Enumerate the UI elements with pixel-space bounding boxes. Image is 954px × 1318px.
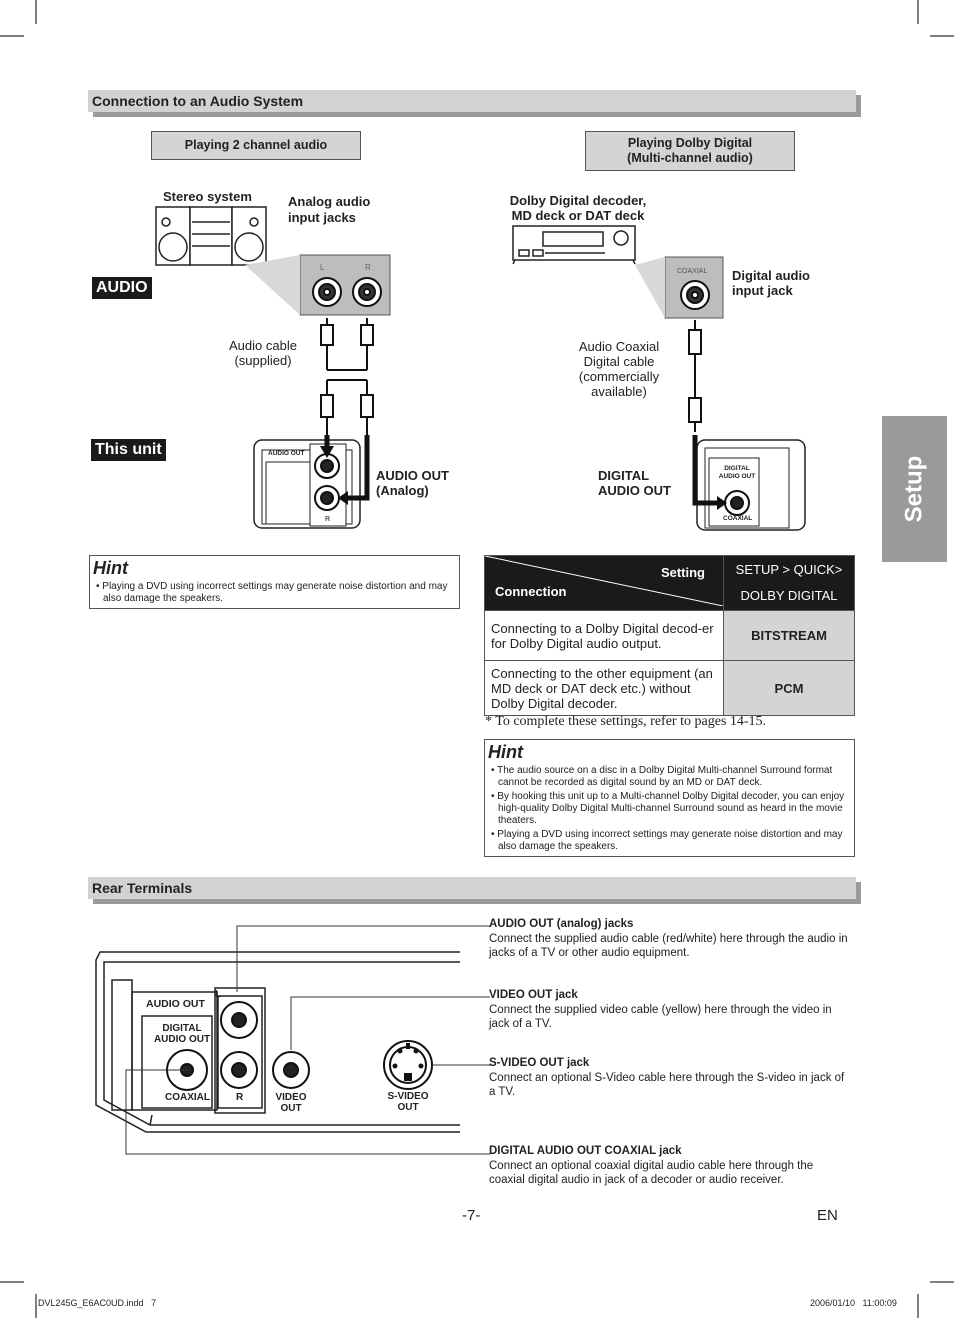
unit-audio-out-text: AUDIO OUT bbox=[268, 450, 305, 457]
hint-item: • Playing a DVD using incorrect settings… bbox=[491, 829, 843, 852]
audio-out-line1: AUDIO OUT bbox=[376, 468, 449, 483]
section-header-rear-terminals: Rear Terminals bbox=[88, 877, 856, 899]
decoder-line2: MD deck or DAT deck bbox=[511, 208, 645, 223]
row-value: BITSTREAM bbox=[723, 610, 855, 661]
panel-coaxial: COAXIAL bbox=[165, 1092, 210, 1103]
decoder-label: Dolby Digital decoder, MD deck or DAT de… bbox=[500, 193, 656, 223]
header-setting: Setting bbox=[660, 565, 705, 580]
digital-out-line2: AUDIO OUT bbox=[598, 483, 671, 498]
row-value: PCM bbox=[723, 660, 855, 716]
digital-input-line1: Digital audio bbox=[732, 268, 810, 283]
dolby-digital-box: Playing Dolby Digital (Multi-channel aud… bbox=[585, 131, 795, 171]
terminal-desc: Connect the supplied audio cable (red/wh… bbox=[489, 933, 848, 959]
panel-video-line2: OUT bbox=[280, 1103, 302, 1114]
setup-side-tab: Setup bbox=[882, 416, 947, 562]
panel-digital-line2: AUDIO OUT bbox=[153, 1034, 211, 1045]
file-name: DVL245G_E6AC0UD.indd 7 bbox=[38, 1298, 157, 1308]
hint-title: Hint bbox=[488, 742, 523, 762]
terminal-desc: Connect the supplied video cable (yellow… bbox=[489, 1004, 832, 1030]
decoder-line1: Dolby Digital decoder, bbox=[509, 193, 647, 208]
table-row: Connecting to a Dolby Digital decod-er f… bbox=[484, 610, 855, 661]
table-row: Connecting to the other equipment (an MD… bbox=[484, 660, 855, 716]
digital-input-line2: input jack bbox=[732, 283, 793, 298]
hint-title: Hint bbox=[93, 558, 128, 578]
panel-video-line1: VIDEO bbox=[275, 1092, 307, 1103]
stereo-system-icon bbox=[155, 206, 267, 266]
hint-item: • Playing a DVD using incorrect settings… bbox=[96, 581, 448, 604]
audio-cable-line1: Audio cable bbox=[229, 338, 297, 353]
panel-svideo-label: S-VIDEO OUT bbox=[380, 1091, 436, 1113]
coax-cable-label: Audio Coaxial Digital cable (commerciall… bbox=[570, 339, 668, 399]
language-code: EN bbox=[817, 1207, 838, 1224]
terminal-title: S-VIDEO OUT jack bbox=[489, 1057, 590, 1069]
panel-l: L bbox=[215, 989, 222, 1000]
terminal-title: AUDIO OUT (analog) jacks bbox=[489, 918, 634, 930]
side-tab-label: Setup bbox=[900, 455, 928, 523]
header-connection: Connection bbox=[495, 584, 567, 599]
unit-coaxial-text: COAXIAL bbox=[723, 515, 753, 522]
stereo-connection-diagram: L R L R bbox=[155, 206, 391, 529]
table-header-diagonal: Setting Connection bbox=[484, 555, 724, 611]
row-connection: Connecting to a Dolby Digital decod-er f… bbox=[484, 610, 724, 661]
terminal-desc: Connect an optional S-Video cable here t… bbox=[489, 1072, 845, 1098]
two-channel-label: Playing 2 channel audio bbox=[184, 138, 328, 152]
analog-input-label-2: input jacks bbox=[288, 210, 356, 225]
jack-l-text: L bbox=[320, 263, 325, 272]
panel-audio-out: AUDIO OUT bbox=[146, 998, 205, 1010]
analog-input-label-1: Analog audio bbox=[288, 194, 371, 209]
digital-out-line1: DIGITAL bbox=[598, 468, 650, 483]
audio-out-line2: (Analog) bbox=[376, 483, 429, 498]
decoder-icon bbox=[512, 225, 636, 265]
jack-r-text: R bbox=[365, 263, 371, 272]
unit-digital-text: DIGITAL AUDIO OUT bbox=[716, 465, 758, 481]
audio-out-analog-label: AUDIO OUT (Analog) bbox=[376, 468, 449, 498]
hint-box-right: Hint • The audio source on a disc in a D… bbox=[484, 739, 855, 857]
unit-digital-line1: DIGITAL bbox=[724, 465, 750, 472]
panel-digital-label: DIGITAL AUDIO OUT bbox=[150, 1023, 214, 1045]
coax-cable-line2: Digital cable bbox=[583, 354, 655, 369]
this-unit-badge: This unit bbox=[91, 439, 166, 461]
digital-audio-out-label: DIGITAL AUDIO OUT bbox=[598, 468, 671, 498]
section-title: Rear Terminals bbox=[92, 880, 193, 896]
print-timestamp: 2006/01/10 11:00:09 bbox=[810, 1298, 897, 1308]
panel-svideo-line1: S-VIDEO bbox=[387, 1091, 429, 1102]
audio-badge: AUDIO bbox=[92, 277, 152, 299]
rear-panel-diagram bbox=[95, 925, 490, 1155]
coaxial-small-text: COAXIAL bbox=[677, 268, 707, 275]
dolby-label-line2: (Multi-channel audio) bbox=[627, 151, 753, 165]
coax-cable-line3: (commercially bbox=[578, 369, 660, 384]
panel-digital-line1: DIGITAL bbox=[162, 1023, 202, 1034]
audio-cable-line2: (supplied) bbox=[234, 353, 292, 368]
section-header-audio-system: Connection to an Audio System bbox=[88, 90, 856, 112]
terminal-title: VIDEO OUT jack bbox=[489, 989, 578, 1001]
coax-cable-line1: Audio Coaxial bbox=[578, 339, 660, 354]
header-value: SETUP > QUICK> DOLBY DIGITAL bbox=[723, 555, 855, 611]
dolby-label-line1: Playing Dolby Digital bbox=[627, 136, 753, 150]
panel-r: R bbox=[236, 1092, 244, 1103]
diagonal-line bbox=[485, 556, 723, 606]
hint-box-left: Hint • Playing a DVD using incorrect set… bbox=[89, 555, 460, 609]
settings-note: * To complete these settings, refer to p… bbox=[485, 714, 767, 729]
hint-item: • The audio source on a disc in a Dolby … bbox=[491, 765, 833, 788]
header-value-line1: SETUP > QUICK> bbox=[735, 562, 843, 577]
terminal-desc: Connect an optional coaxial digital audi… bbox=[489, 1160, 814, 1186]
settings-table: Setting Connection SETUP > QUICK> DOLBY … bbox=[484, 555, 855, 716]
dolby-connection-diagram: COAXIAL bbox=[512, 225, 806, 531]
panel-video-label: VIDEO OUT bbox=[271, 1092, 311, 1114]
unit-digital-line2: AUDIO OUT bbox=[718, 473, 756, 480]
audio-cable-label: Audio cable (supplied) bbox=[227, 338, 299, 368]
coax-cable-line4: available) bbox=[591, 384, 647, 399]
digital-input-label: Digital audio input jack bbox=[732, 268, 810, 298]
header-value-line2: DOLBY DIGITAL bbox=[740, 588, 838, 603]
row-connection: Connecting to the other equipment (an MD… bbox=[484, 660, 724, 716]
page-number: -7- bbox=[462, 1207, 481, 1224]
panel-svideo-line2: OUT bbox=[397, 1102, 419, 1113]
stereo-system-label: Stereo system bbox=[163, 189, 252, 204]
unit-r-text: R bbox=[325, 516, 330, 523]
hint-item: • By hooking this unit up to a Multi-cha… bbox=[491, 791, 845, 826]
terminal-title: DIGITAL AUDIO OUT COAXIAL jack bbox=[489, 1145, 682, 1157]
two-channel-box: Playing 2 channel audio bbox=[151, 131, 361, 160]
section-title: Connection to an Audio System bbox=[92, 93, 304, 109]
